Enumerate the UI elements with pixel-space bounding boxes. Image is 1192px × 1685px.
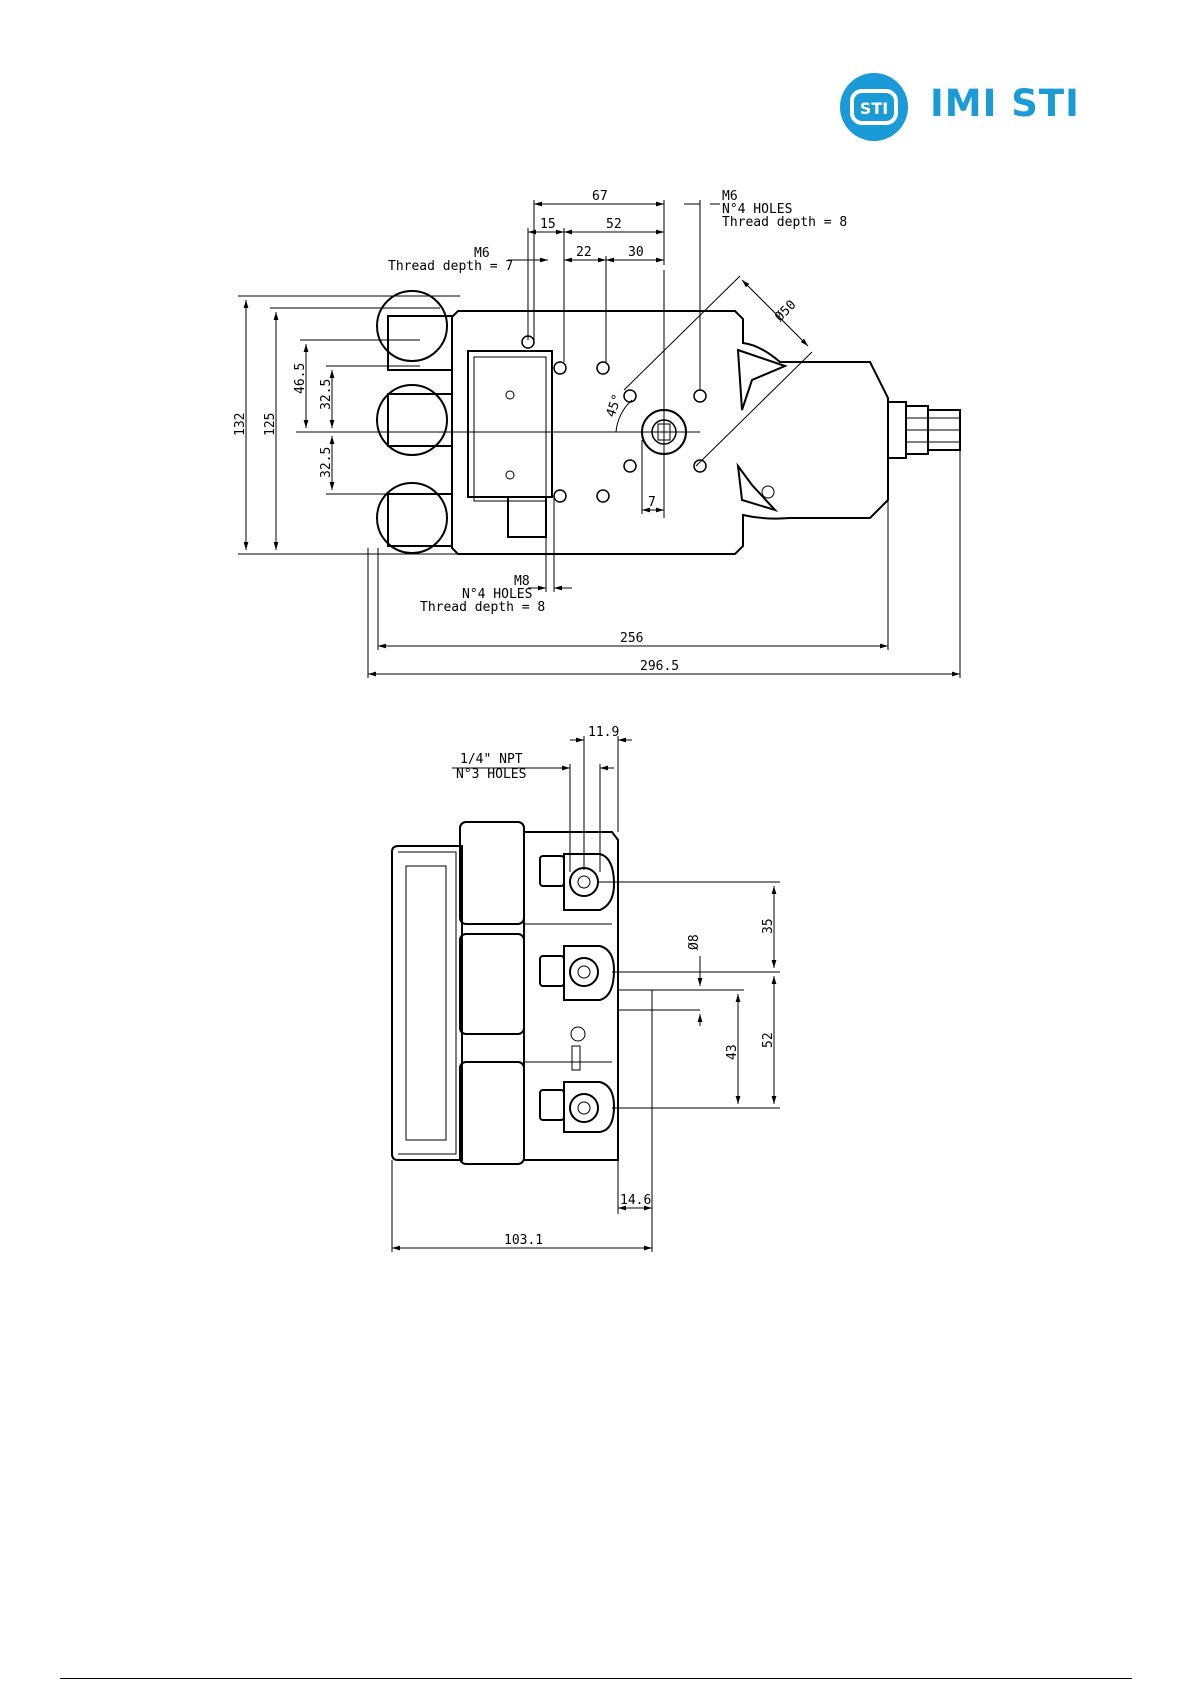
top-view: 45° 67 15 52 22 30 (233, 189, 960, 678)
footer-rule (60, 1678, 1132, 1679)
dim-32-5-upper: 32.5 (319, 379, 334, 410)
dim-46-5: 46.5 (293, 363, 308, 394)
dim-d50: Ø50 (772, 298, 799, 325)
dim-103-1: 103.1 (504, 1233, 543, 1248)
dim-22: 22 (576, 245, 592, 260)
dim-35: 35 (761, 918, 776, 934)
side-view: 11.9 1/4" NPT N°3 HOLES 35 52 43 Ø8 (392, 725, 780, 1252)
callout-m6-left-line2: Thread depth = 7 (388, 259, 513, 274)
callout-m8-line3: Thread depth = 8 (420, 600, 545, 615)
dim-30: 30 (628, 245, 644, 260)
dim-14-6: 14.6 (620, 1193, 651, 1208)
dim-43: 43 (725, 1044, 740, 1060)
dim-52: 52 (606, 217, 622, 232)
callout-npt-line2: N°3 HOLES (456, 767, 526, 782)
dim-296-5: 296.5 (640, 659, 679, 674)
dim-45deg: 45° (604, 392, 626, 419)
callout-m6-left: M6 Thread depth = 7 (388, 246, 513, 274)
callout-npt-line1: 1/4" NPT (460, 752, 523, 767)
callout-m6-right-line3: Thread depth = 8 (722, 215, 847, 230)
dim-52-side: 52 (761, 1032, 776, 1048)
callout-npt: 1/4" NPT N°3 HOLES (456, 752, 530, 782)
callout-m8: M8 N°4 HOLES Thread depth = 8 (420, 574, 545, 615)
dim-256: 256 (620, 631, 643, 646)
dim-132: 132 (233, 413, 248, 436)
dim-d8: Ø8 (687, 934, 702, 950)
dim-67: 67 (592, 189, 608, 204)
dim-7: 7 (648, 495, 656, 510)
dim-11-9: 11.9 (588, 725, 619, 740)
dim-32-5-lower: 32.5 (319, 447, 334, 478)
dim-125: 125 (263, 413, 278, 436)
callout-m6-right: M6 N°4 HOLES Thread depth = 8 (722, 189, 847, 230)
dim-15: 15 (540, 217, 556, 232)
